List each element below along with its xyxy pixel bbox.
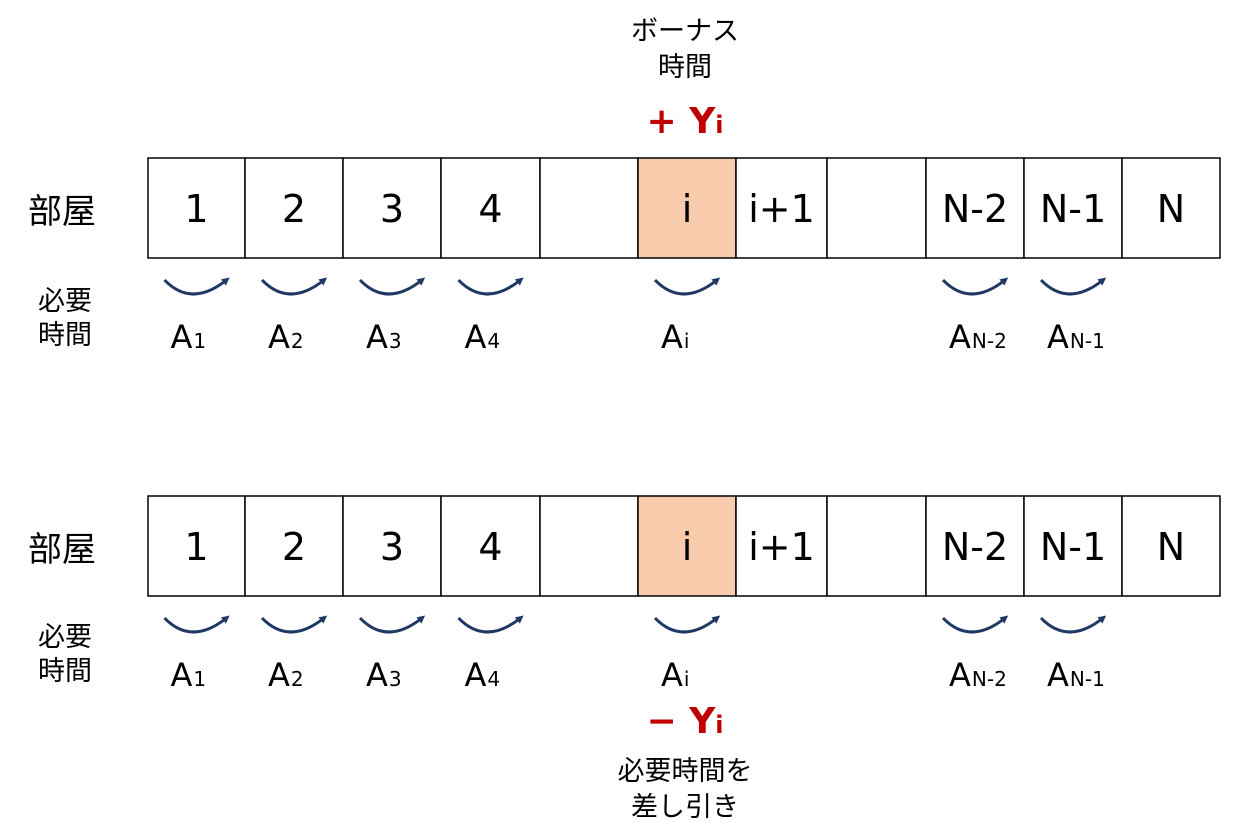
top-cost-label: Ai xyxy=(661,318,689,356)
bonus-var: Y xyxy=(689,101,716,142)
top-room-cell: i xyxy=(637,157,737,259)
bottom-cost-label: Ai xyxy=(661,656,689,694)
top-cost-arrow xyxy=(358,277,426,296)
penalty-caption-line-1: 必要時間を xyxy=(617,756,753,787)
penalty-value: − Yi xyxy=(620,700,750,747)
bottom-room-cell: N-1 xyxy=(1023,495,1123,597)
top-cost-arrow xyxy=(1039,277,1107,296)
top-room-cell xyxy=(826,157,927,259)
bottom-cost-label: A2 xyxy=(268,656,304,694)
top-row-label: 部屋 xyxy=(28,192,96,232)
top-cost-arrow xyxy=(653,277,721,296)
top-room-label: 2 xyxy=(282,187,306,231)
bottom-room-label: N xyxy=(1157,525,1185,569)
top-room-diagram: 1 2 3 4 i i+1 N-2 N-1 N A1 A2 A3 A4 Ai AN-2 AN-1 xyxy=(147,157,1221,356)
top-room-label: N-2 xyxy=(942,187,1008,231)
bonus-caption-line-2: 時間 xyxy=(658,52,712,83)
top-cost-label: A4 xyxy=(465,318,501,356)
top-room-label: N-1 xyxy=(1040,187,1106,231)
bottom-cost-label: AN-1 xyxy=(1047,656,1105,694)
bonus-sign: + xyxy=(646,101,677,142)
top-room-cell xyxy=(539,157,639,259)
bonus-sub: i xyxy=(715,111,724,139)
penalty-sign: − xyxy=(646,701,677,742)
top-room-label: 3 xyxy=(380,187,404,231)
top-room-label: 4 xyxy=(478,187,502,231)
top-time-label-2: 時間 xyxy=(38,320,92,351)
bottom-room-cell: 2 xyxy=(244,495,344,597)
bottom-cost-arrow xyxy=(1039,615,1107,634)
bottom-cost-label: AN-2 xyxy=(949,656,1007,694)
bottom-room-cell: i xyxy=(637,495,737,597)
top-cost-arrow xyxy=(457,277,524,296)
bottom-room-label: i xyxy=(682,525,693,569)
bottom-time-label-2: 時間 xyxy=(38,656,92,687)
top-room-label: i xyxy=(682,187,693,231)
bottom-room-cell xyxy=(826,495,927,597)
bottom-room-cell: 1 xyxy=(147,495,246,597)
bottom-cost-arrow xyxy=(457,615,524,634)
bottom-cost-arrow xyxy=(260,615,328,634)
bottom-cost-arrow xyxy=(653,615,721,634)
bottom-cost-arrow xyxy=(358,615,426,634)
top-room-cell: 3 xyxy=(342,157,442,259)
bottom-room-label: N-1 xyxy=(1040,525,1106,569)
bottom-room-label: N-2 xyxy=(942,525,1008,569)
top-room-cell: 2 xyxy=(244,157,344,259)
bottom-room-label: 4 xyxy=(478,525,502,569)
top-cost-label: A3 xyxy=(366,318,402,356)
bottom-room-cell: i+1 xyxy=(735,495,828,597)
bottom-room-label: 3 xyxy=(380,525,404,569)
top-cost-label: A2 xyxy=(268,318,304,356)
top-cost-label: A1 xyxy=(171,318,207,356)
bottom-cost-label: A4 xyxy=(465,656,501,694)
bottom-room-cell: N-2 xyxy=(925,495,1025,597)
penalty-caption-line-2: 差し引き xyxy=(631,792,739,823)
top-room-cell: 4 xyxy=(440,157,541,259)
bottom-row-label: 部屋 xyxy=(28,530,96,570)
bottom-room-cell: N xyxy=(1121,495,1221,597)
top-cost-arrow xyxy=(163,277,230,296)
top-cost-arrow xyxy=(260,277,328,296)
top-cost-label: AN-2 xyxy=(949,318,1007,356)
top-room-cell: N xyxy=(1121,157,1221,259)
bottom-time-label-1: 必要 xyxy=(38,622,92,653)
penalty-var: Y xyxy=(689,701,716,742)
penalty-sub: i xyxy=(715,711,724,739)
top-room-label: N xyxy=(1157,187,1185,231)
top-room-cell: i+1 xyxy=(735,157,828,259)
top-room-cell: N-1 xyxy=(1023,157,1123,259)
bottom-cost-label: A3 xyxy=(366,656,402,694)
bottom-cost-arrow xyxy=(163,615,230,634)
bottom-room-label: 2 xyxy=(282,525,306,569)
bottom-cost-label: A1 xyxy=(171,656,207,694)
bonus-caption-line-1: ボーナス xyxy=(631,16,739,47)
top-room-label: i+1 xyxy=(748,187,815,231)
top-room-cell: 1 xyxy=(147,157,246,259)
bottom-room-diagram: 1 2 3 4 i i+1 N-2 N-1 N A1 A2 A3 A4 Ai AN-2 AN-1 xyxy=(147,495,1221,694)
top-room-label: 1 xyxy=(184,187,208,231)
top-cost-arrow xyxy=(941,277,1009,296)
top-room-cell: N-2 xyxy=(925,157,1025,259)
bottom-room-cell xyxy=(539,495,639,597)
top-cost-label: AN-1 xyxy=(1047,318,1105,356)
bottom-room-label: i+1 xyxy=(748,525,815,569)
bonus-value: + Yi xyxy=(620,100,750,147)
bottom-room-cell: 3 xyxy=(342,495,442,597)
bottom-cost-arrow xyxy=(941,615,1009,634)
top-time-label-1: 必要 xyxy=(38,286,92,317)
bottom-room-label: 1 xyxy=(184,525,208,569)
bottom-room-cell: 4 xyxy=(440,495,541,597)
